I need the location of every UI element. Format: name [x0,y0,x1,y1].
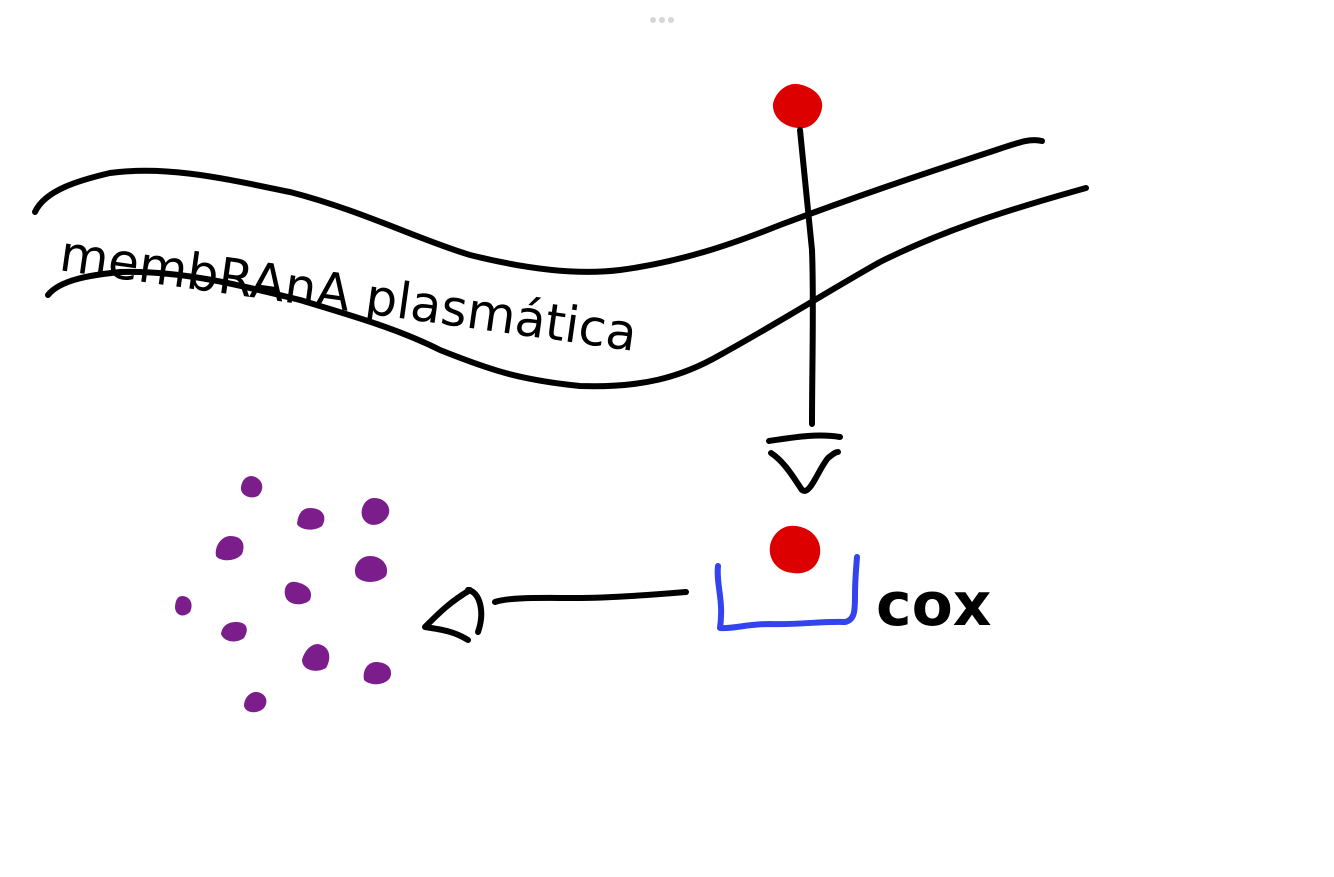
product-arrow-hook [465,587,485,635]
red-molecule-bound [769,525,821,574]
product-dot [221,622,247,642]
product-dot [302,644,330,671]
product-dot [363,662,392,685]
enzyme-label: cox [876,570,992,640]
product-dot [284,581,312,605]
entry-arrow-head [768,449,841,494]
membrane-upper-line [32,137,1045,275]
window-handle-dots[interactable] [650,8,677,27]
cox-receptor [714,554,860,632]
product-arrow-head [422,587,473,643]
product-molecules [175,476,392,713]
product-dot [244,692,267,713]
product-dot [297,508,325,530]
product-dot [240,476,263,498]
product-dot [175,596,192,616]
entry-arrow-bar [766,432,843,444]
product-arrow-shaft [492,589,689,605]
red-molecule-top [772,83,823,129]
entry-arrow-shaft [797,127,816,427]
membrane-lower-line [45,185,1089,390]
membrane-label: membRAnA plasmática [56,224,640,362]
product-dot [215,536,244,561]
product-dot [361,498,390,525]
product-dot [354,556,388,582]
